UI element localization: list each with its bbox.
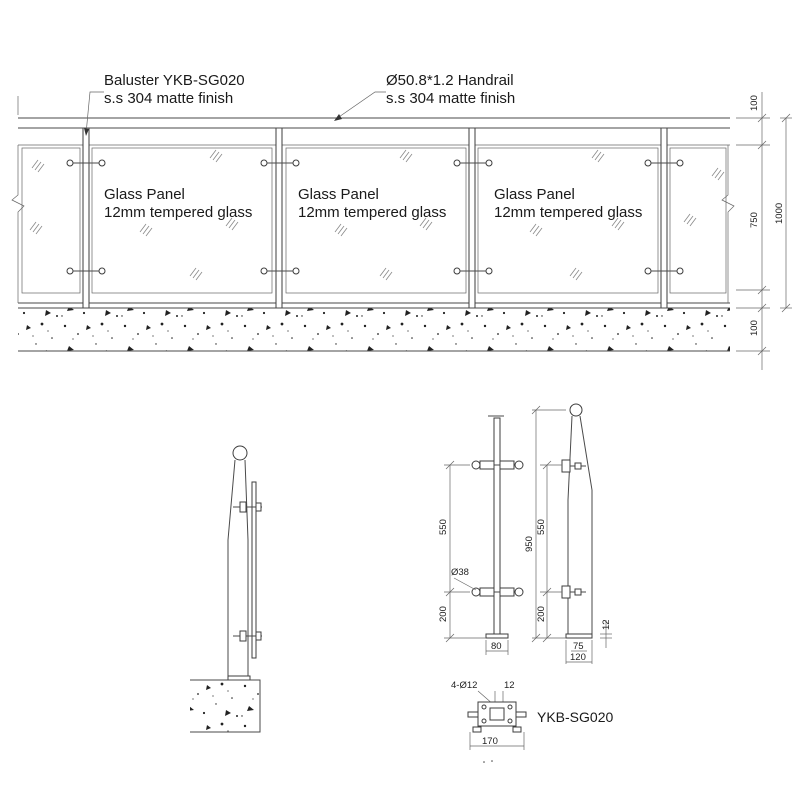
panel-label-1-line2: 12mm tempered glass bbox=[104, 204, 252, 221]
handrail-leader bbox=[335, 91, 386, 120]
post-front-view: 550 200 Ø38 80 bbox=[438, 415, 524, 655]
panel-label-2-line2: 12mm tempered glass bbox=[298, 204, 446, 221]
svg-text:550: 550 bbox=[438, 519, 449, 535]
svg-text:12: 12 bbox=[504, 680, 515, 691]
svg-text:550: 550 bbox=[536, 519, 547, 535]
baluster-label-line2: s.s 304 matte finish bbox=[104, 90, 233, 107]
baluster-leader bbox=[85, 91, 104, 135]
svg-text:1000: 1000 bbox=[774, 203, 785, 224]
glass-hatches bbox=[29, 149, 725, 281]
svg-text:Ø38: Ø38 bbox=[451, 567, 469, 578]
elevation-post bbox=[453, 127, 493, 309]
handrail bbox=[18, 117, 730, 129]
handrail-label-line2: s.s 304 matte finish bbox=[386, 90, 515, 107]
svg-text:200: 200 bbox=[438, 606, 449, 622]
elevation-post bbox=[260, 127, 300, 309]
elevation-dimensions: 100 750 1000 100 bbox=[736, 92, 792, 370]
base-plate-plan: 4-Ø12 12 170 YKB-SG020 bbox=[451, 680, 613, 763]
svg-text:75: 75 bbox=[573, 641, 584, 652]
glass-panels bbox=[21, 147, 727, 294]
post-side-view: 950 550 200 12 75 120 bbox=[524, 403, 612, 664]
svg-text:100: 100 bbox=[749, 95, 760, 111]
svg-text:200: 200 bbox=[536, 606, 547, 622]
svg-text:170: 170 bbox=[482, 736, 498, 747]
svg-text:100: 100 bbox=[749, 320, 760, 336]
svg-text:120: 120 bbox=[570, 652, 586, 663]
svg-text:4-Ø12: 4-Ø12 bbox=[451, 680, 477, 691]
svg-text:750: 750 bbox=[749, 212, 760, 228]
panel-label-1-line1: Glass Panel bbox=[104, 186, 185, 203]
panel-label-3-line2: 12mm tempered glass bbox=[494, 204, 642, 221]
baluster-label-line1: Baluster YKB-SG020 bbox=[104, 72, 245, 89]
svg-text:950: 950 bbox=[524, 536, 535, 552]
section-view bbox=[190, 445, 262, 733]
svg-text:80: 80 bbox=[491, 641, 502, 652]
concrete-slab bbox=[18, 307, 730, 352]
panel-label-2-line1: Glass Panel bbox=[298, 186, 379, 203]
elevation-post bbox=[66, 127, 106, 309]
svg-text:12: 12 bbox=[601, 619, 612, 630]
panel-label-3-line1: Glass Panel bbox=[494, 186, 575, 203]
model-label: YKB-SG020 bbox=[537, 709, 613, 725]
elevation-post bbox=[644, 127, 684, 309]
elevation-view: Baluster YKB-SG020 s.s 304 matte finish … bbox=[11, 72, 792, 370]
handrail-label-line1: Ø50.8*1.2 Handrail bbox=[386, 72, 514, 89]
